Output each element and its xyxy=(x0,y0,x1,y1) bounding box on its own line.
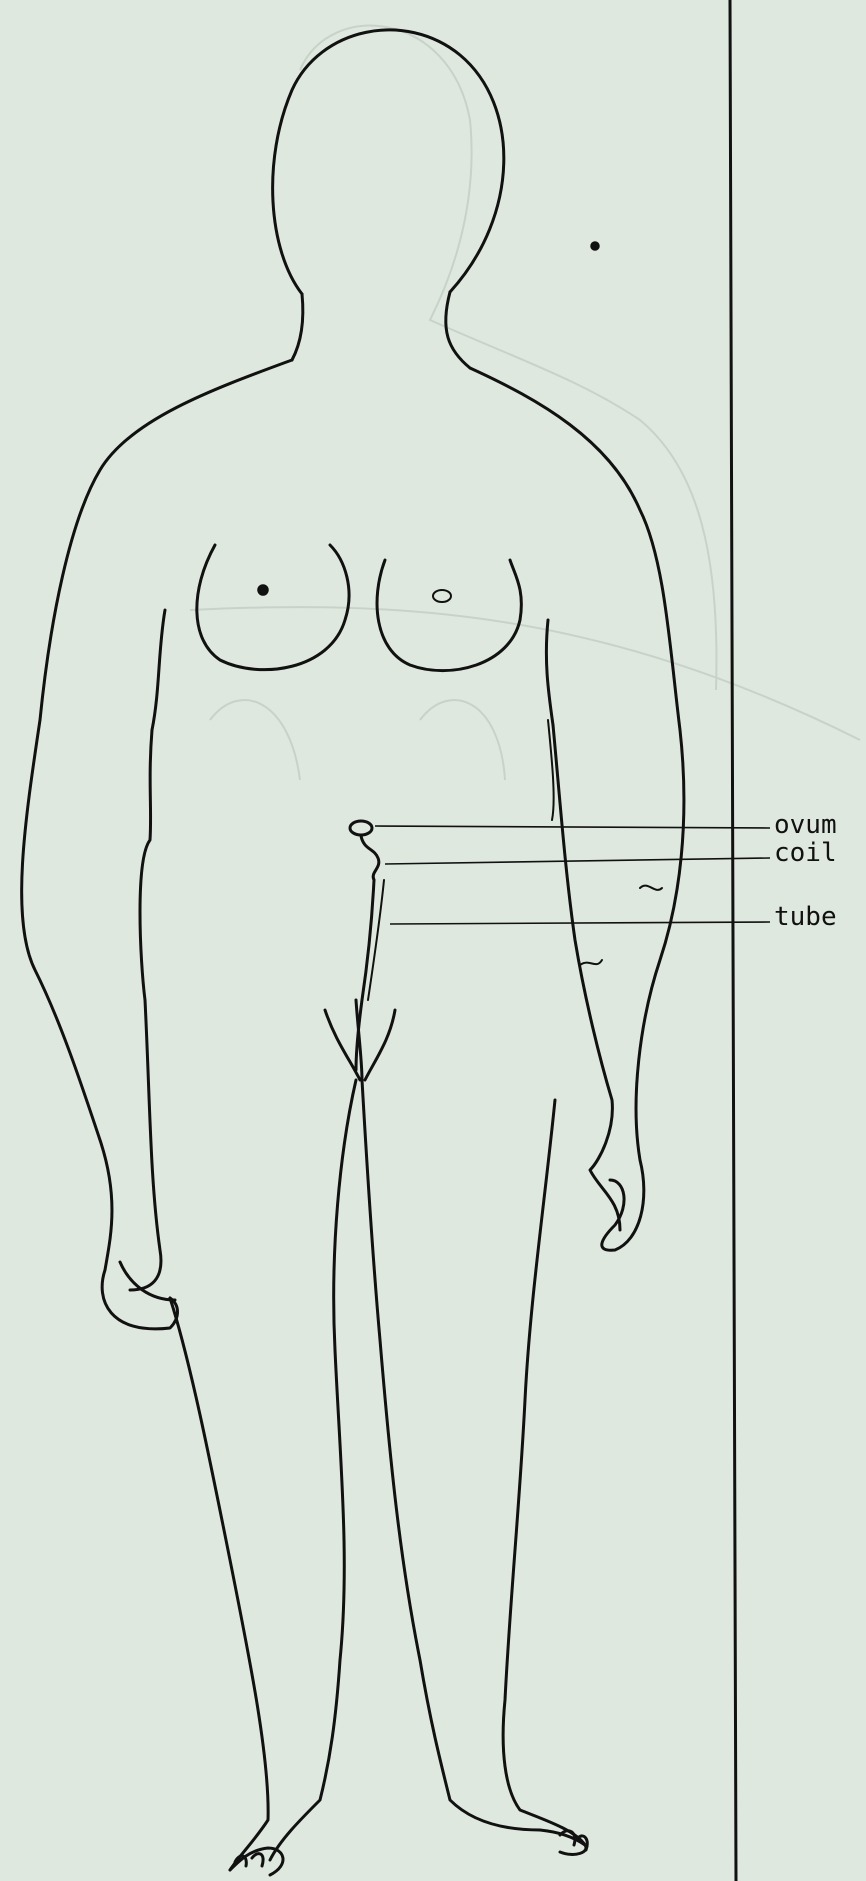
right-nipple xyxy=(433,590,451,602)
right-leg-outer xyxy=(503,1100,585,1845)
right-arm-inner xyxy=(553,725,620,1230)
label-ovum: ovum xyxy=(774,812,837,838)
torso-right xyxy=(546,620,553,725)
neck-right xyxy=(446,292,470,368)
right-arm-outer xyxy=(470,368,684,1250)
speck xyxy=(591,242,599,250)
label-tube: tube xyxy=(774,904,837,930)
pubic-right xyxy=(365,1010,395,1080)
leader-line-tube xyxy=(390,922,770,924)
left-arm-outer xyxy=(22,360,292,1329)
leader-line-coil xyxy=(385,858,770,864)
leader-line-ovum xyxy=(375,826,770,828)
right-leg-inner xyxy=(362,1080,540,1830)
head-outline xyxy=(273,30,504,294)
left-hand-fingers xyxy=(120,1262,175,1300)
left-nipple xyxy=(258,585,268,595)
scribble xyxy=(640,886,662,890)
torso-left xyxy=(152,610,165,730)
left-leg-outer xyxy=(170,1298,268,1870)
neck-left xyxy=(292,294,303,360)
ovum-shape xyxy=(350,821,372,835)
left-leg-inner xyxy=(270,1080,356,1860)
scribble xyxy=(580,960,602,965)
left-arm-inner xyxy=(130,730,161,1290)
label-coil: coil xyxy=(774,840,837,866)
coil-shape xyxy=(361,836,379,880)
vertical-rule xyxy=(730,0,736,1881)
pubic-left xyxy=(325,1010,360,1080)
